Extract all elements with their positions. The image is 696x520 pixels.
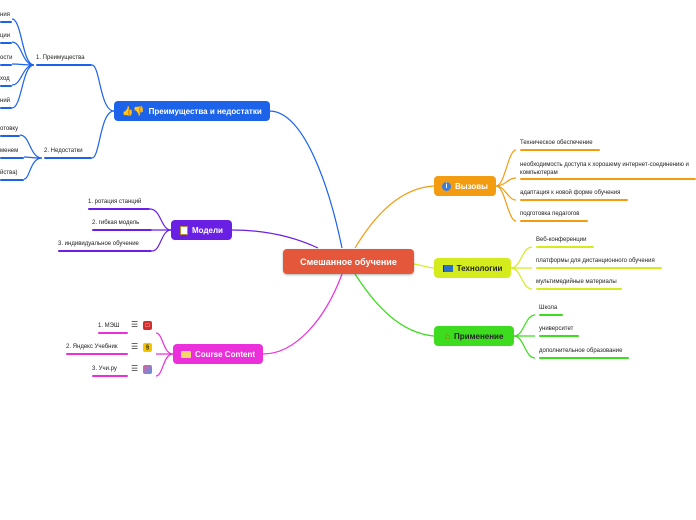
central-topic-label: Смешанное обучение [300,256,397,267]
list-item[interactable]: ости [0,55,12,66]
list-item[interactable]: отовку [0,126,20,137]
disadvantages-subtopic[interactable]: 2. Недостатки [44,148,92,159]
list-item[interactable]: необходимость доступа к хорошему интерне… [520,162,696,180]
note-icon[interactable]: ☰ [131,342,139,351]
branch-models-label: Модели [192,225,223,235]
list-item[interactable]: 2. гибкая модель [92,220,152,231]
list-item[interactable]: 1. МЭШ [98,323,128,334]
list-item[interactable]: 3. Учи.ру [92,366,128,377]
advantages-subtopic[interactable]: 1. Преимущества [36,55,92,66]
branch-pros-cons-label: Преимущества и недостатки [148,106,262,116]
list-item[interactable]: платформы для дистанционного обучения [536,258,662,269]
note-icon[interactable]: ☰ [131,320,139,329]
folder-icon [181,350,191,358]
branch-technologies[interactable]: Технологии [434,258,511,278]
branch-application-label: Применение [454,331,504,341]
list-item[interactable]: йства) [0,170,24,181]
list-item[interactable]: Школа [539,305,563,316]
central-topic[interactable]: Смешанное обучение [283,249,414,274]
link-tech [413,263,435,269]
clipboard-icon [180,225,188,235]
list-item[interactable]: мультимедийные материалы [536,279,622,290]
uchi-ru-logo-icon [143,365,152,374]
thumbs-icon: 👍👎 [122,105,145,116]
link-content [262,273,343,355]
link-challenges [354,185,435,249]
link-models [231,229,319,249]
branch-challenges[interactable]: i Вызовы [434,176,496,196]
branch-pros-cons[interactable]: 👍👎 Преимущества и недостатки [114,101,270,121]
link-application [354,273,435,337]
branch-course-content-label: Course Content [195,349,255,359]
note-icon[interactable]: ☰ [131,364,139,373]
list-item[interactable]: дополнительное образование [539,348,629,359]
list-item[interactable]: подготовка педагогов [520,211,588,222]
branch-models[interactable]: Модели [171,220,232,240]
branch-technologies-label: Технологии [456,263,503,273]
branch-challenges-label: Вызовы [454,181,489,191]
list-item[interactable]: 2. Яндекс Учебник [66,344,128,355]
list-item[interactable]: Веб-конференции [536,237,594,248]
list-item[interactable]: адаптация к новой форме обучения [520,190,628,201]
branch-application[interactable]: ⌂ Применение [434,326,514,346]
info-icon: i [441,181,451,191]
house-icon: ⌂ [444,330,451,341]
list-item[interactable]: менем [0,148,24,159]
list-item[interactable]: 1. ротация станций [88,199,150,210]
link-pros-cons [269,110,343,249]
list-item[interactable]: Техническое обеспечение [520,140,600,151]
flag-icon [442,264,453,272]
branch-course-content[interactable]: Course Content [173,344,263,364]
list-item[interactable]: ний [0,98,12,109]
list-item[interactable]: ход [0,76,12,87]
list-item[interactable]: университет [539,326,579,337]
list-item[interactable]: ции [0,33,12,44]
yandex-textbook-logo-icon: § [143,343,152,352]
list-item[interactable]: 3. индивидуальное обучение [58,241,152,252]
mesh-logo-icon: □ [143,321,152,330]
list-item[interactable]: ния [0,12,12,23]
